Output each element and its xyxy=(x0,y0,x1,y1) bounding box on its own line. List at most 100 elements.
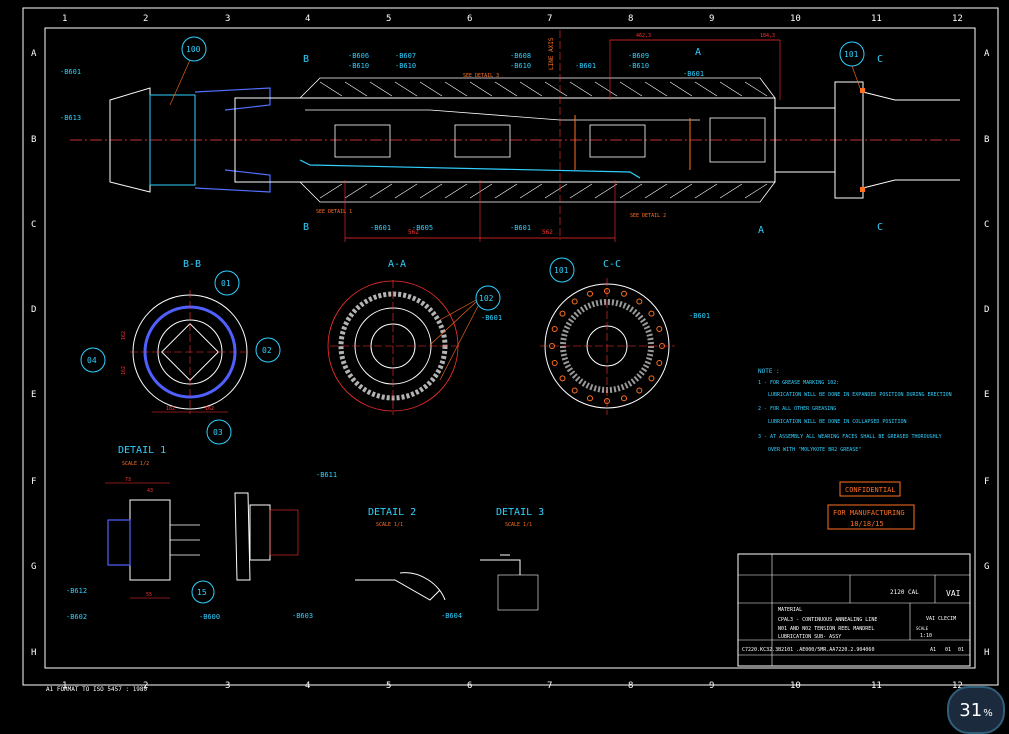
balloon-100 xyxy=(181,36,207,62)
cc-bolt-9 xyxy=(551,359,558,366)
detail-1[interactable]: DETAIL 1 SCALE 1/2 73 43 55 15 -B612 -B6… xyxy=(66,445,220,621)
detail-fitting-section[interactable]: -B611 xyxy=(234,471,337,581)
section-marker-a-top: A xyxy=(695,47,701,58)
mandrel-longitudinal-view[interactable]: LINE AXIS 562 562 462,3 184,3 100 101 B … xyxy=(60,30,960,242)
segment-lower-7 xyxy=(494,183,518,199)
tag-b600: -B600 xyxy=(199,613,220,621)
part-tag-6: -B608 xyxy=(510,52,531,60)
segment-lower-16 xyxy=(719,183,743,199)
segment-lower-5 xyxy=(444,183,468,199)
dim-top-1: 462,3 xyxy=(636,33,651,39)
zoom-unit: % xyxy=(983,707,993,719)
title-block[interactable]: 2120 CAL VAI MATERIAL CPAL3 - CONTINUOUS… xyxy=(737,553,971,667)
bb-square-hub xyxy=(161,323,219,381)
grid-row-left-G: G xyxy=(31,562,36,572)
segment-lower-10 xyxy=(569,183,593,199)
tag-aa-b601: -B601 xyxy=(481,314,502,322)
manufacturing-date: 18/18/15 xyxy=(850,520,884,528)
detail-1-scale: SCALE 1/2 xyxy=(122,461,149,467)
grid-row-left-C: C xyxy=(31,220,36,230)
tb-line1: CPAL3 - CONTINUOUS ANNEALING LINE xyxy=(778,617,877,623)
grid-row-right-A: A xyxy=(984,49,990,59)
section-marker-b-bottom: B xyxy=(303,222,309,233)
grid-col-bottom-5: 5 xyxy=(386,681,391,691)
balloon-01 xyxy=(214,270,240,296)
sheet-format-note: A1 FORMAT TO ISO 5457 : 1980 xyxy=(46,686,148,693)
leader-100 xyxy=(169,59,191,106)
segment-upper-9 xyxy=(544,81,568,97)
part-tag-7: -B610 xyxy=(510,62,531,70)
leader-102-c xyxy=(439,305,479,381)
part-tag-14: -B601 xyxy=(510,224,531,232)
grid-col-top-1: 1 xyxy=(62,14,67,24)
piston-4 xyxy=(709,117,766,163)
segment-lower-14 xyxy=(669,183,693,199)
tb-material: MATERIAL xyxy=(778,607,802,613)
sheet-inner-frame xyxy=(44,27,976,669)
part-tag-5: -B610 xyxy=(395,62,416,70)
left-hub-outline xyxy=(109,87,151,193)
segment-lower-0 xyxy=(319,183,343,199)
segment-lower-13 xyxy=(644,183,668,199)
part-tag-11: -B601 xyxy=(683,70,704,78)
piston-2 xyxy=(454,124,511,158)
grid-col-top-3: 3 xyxy=(225,14,230,24)
grid-col-bottom-9: 9 xyxy=(709,681,714,691)
section-b-b[interactable]: B-B 01 02 03 04 162 162 162 162 xyxy=(80,259,281,445)
left-flange xyxy=(194,87,271,193)
detail-2[interactable]: DETAIL 2 SCALE 1/1 -B603 xyxy=(292,507,446,620)
leader-101 xyxy=(851,65,861,89)
grid-row-left-B: B xyxy=(31,135,36,145)
segment-lower-11 xyxy=(594,183,618,199)
segment-upper-3 xyxy=(394,81,418,97)
dim-562-left: 562 xyxy=(408,229,419,236)
grid-row-left-H: H xyxy=(31,648,36,658)
line-axis-label: LINE AXIS xyxy=(548,37,555,70)
grease-line-upper xyxy=(305,109,700,121)
section-c-c[interactable]: C-C 101 -B601 xyxy=(540,257,710,415)
d-fit-body xyxy=(249,504,271,561)
segment-upper-6 xyxy=(469,81,493,97)
cc-bolt-12 xyxy=(559,310,566,317)
d1-block xyxy=(129,499,171,581)
grid-col-top-4: 4 xyxy=(305,14,310,24)
segment-upper-2 xyxy=(369,81,393,97)
bb-dim-162-d: 162 xyxy=(121,366,127,375)
piston-3 xyxy=(589,124,646,158)
segment-lower-2 xyxy=(369,183,393,199)
detail-3-scale: SCALE 1/1 xyxy=(505,522,532,528)
mandrel-segments-outline xyxy=(299,77,776,203)
part-tag-10: -B610 xyxy=(628,62,649,70)
balloon-04 xyxy=(80,347,106,373)
detail-2-scale: SCALE 1/1 xyxy=(376,522,403,528)
detail-3[interactable]: DETAIL 3 SCALE 1/1 -B604 xyxy=(441,507,544,620)
d1-dim-55: 55 xyxy=(146,592,152,598)
detail-1-title: DETAIL 1 xyxy=(118,445,166,456)
part-tag-4: -B607 xyxy=(395,52,416,60)
dim-562-mid: 562 xyxy=(542,229,553,236)
balloon-102-label: 102 xyxy=(479,294,494,303)
grid-row-left-F: F xyxy=(31,477,36,487)
top-view-part-tags: -B601-B613-B606-B610-B607-B610-B608-B610… xyxy=(60,52,704,232)
balloon-100-label: 100 xyxy=(186,45,201,54)
dim-top-2: 184,3 xyxy=(760,33,775,39)
cc-bolt-3 xyxy=(636,387,643,394)
section-a-a[interactable]: A-A 102 -B601 xyxy=(327,259,502,415)
grid-row-left-A: A xyxy=(31,49,37,59)
d2-fitting xyxy=(355,579,441,601)
grid-col-bottom-3: 3 xyxy=(225,681,230,691)
d-fit-dim-box xyxy=(269,509,299,556)
tb-drawing-number: C7220.KC32.3B2101 .AE000/5MR.AA7220.2.90… xyxy=(742,647,874,653)
balloon-03-label: 03 xyxy=(213,428,223,437)
segment-lower-15 xyxy=(694,183,718,199)
grid-col-bottom-11: 11 xyxy=(871,681,882,691)
note-3: 3 - AT ASSEMBLY ALL WEARING FACES SHALL … xyxy=(758,434,942,440)
segment-upper-0 xyxy=(319,81,343,97)
part-tag-0: -B601 xyxy=(60,68,81,76)
zoom-level-indicator[interactable]: 31% xyxy=(947,686,1005,734)
section-b-b-title: B-B xyxy=(183,259,201,270)
part-tag-1: -B613 xyxy=(60,114,81,122)
